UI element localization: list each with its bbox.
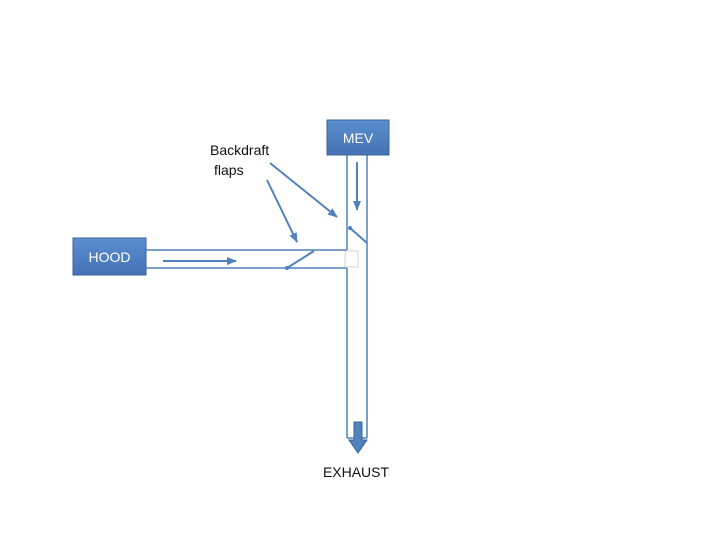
backdraft-flap-mev bbox=[348, 226, 368, 244]
backdraft-annotation-line2: flaps bbox=[214, 162, 244, 178]
annotation-arrow-to-hood-flap bbox=[266, 179, 298, 243]
hood-duct bbox=[146, 249, 347, 269]
hood-label: HOOD bbox=[89, 249, 131, 265]
exhaust-arrow bbox=[348, 421, 368, 454]
junction-opening bbox=[344, 250, 359, 268]
hood-box: HOOD bbox=[72, 237, 147, 276]
mev-label: MEV bbox=[343, 130, 374, 146]
backdraft-annotation-line1: Backdraft bbox=[210, 142, 269, 158]
exhaust-label: EXHAUST bbox=[323, 464, 390, 480]
annotation-arrow-to-mev-flap bbox=[269, 162, 338, 218]
mev-box: MEV bbox=[326, 119, 390, 156]
backdraft-flap-hood bbox=[285, 250, 315, 270]
